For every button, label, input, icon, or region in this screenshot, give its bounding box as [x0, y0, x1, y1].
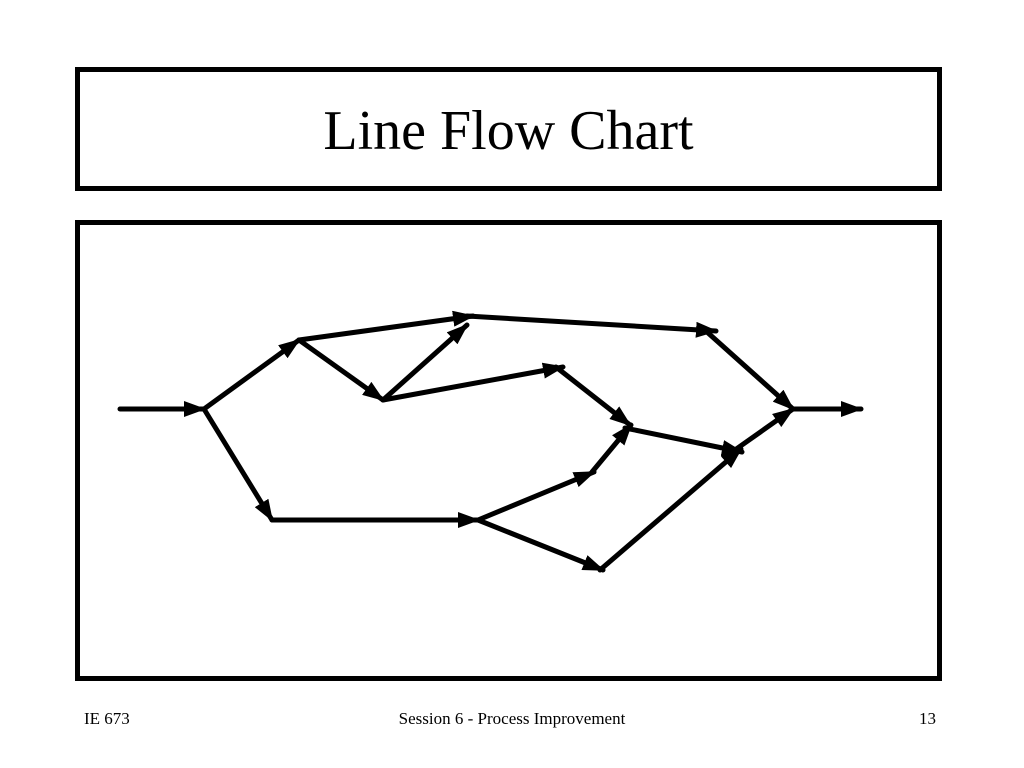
flow-arrow-bottom-drop [475, 517, 606, 573]
flow-arrow-mid-right [622, 425, 745, 456]
flow-arrow-bottom-rise [475, 469, 597, 523]
slide-title: Line Flow Chart [323, 100, 694, 162]
flow-arrow-merge-upper [729, 406, 796, 455]
flow-arrow-split-lower [201, 406, 275, 523]
flow-arrow-mid-descend [553, 364, 633, 428]
flow-arrow-bottom-return [597, 446, 744, 573]
diagram-frame [75, 220, 942, 681]
footer-page-number: 13 [919, 709, 936, 728]
flow-arrow-top-descend [704, 329, 796, 412]
flow-arrow-bottom-climb [589, 422, 634, 475]
flow-arrow-top-rise [296, 310, 476, 343]
footer-session: Session 6 - Process Improvement [398, 709, 626, 728]
flow-arrow-top-drop [296, 337, 386, 403]
flow-arrow-inner-right [380, 362, 566, 403]
footer-course: IE 673 [84, 709, 130, 728]
flow-arrow-top-long [464, 313, 719, 338]
flow-arrow-inner-rise [380, 322, 470, 403]
flow-arrow-split-upper [201, 337, 302, 412]
title-box: Line Flow Chart [75, 67, 942, 191]
